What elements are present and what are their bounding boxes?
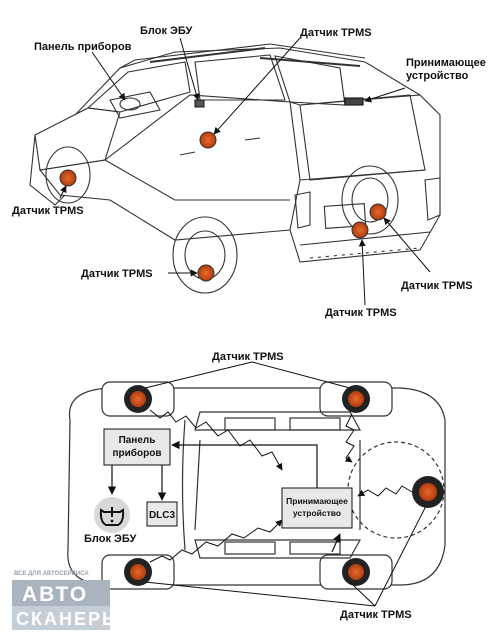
bottom-sensors xyxy=(124,385,444,586)
bottom-connectors xyxy=(107,440,341,553)
label-receiver-top-2: устройство xyxy=(406,70,469,82)
watermark-line1: АВТО xyxy=(22,583,88,606)
label-dlc3: DLC3 xyxy=(149,510,176,521)
label-receiver-bottom-1: Принимающее xyxy=(286,496,348,506)
label-tpms-right: Датчик TPMS xyxy=(401,280,473,292)
label-ecu-bottom: Блок ЭБУ xyxy=(84,533,136,545)
sensor-rear-left xyxy=(124,558,152,586)
label-tpms-left: Датчик TPMS xyxy=(12,205,84,217)
sensor-front-right xyxy=(342,385,370,413)
tpms-warning-icon xyxy=(94,497,130,533)
rf-signals xyxy=(149,409,413,563)
receiver-box xyxy=(281,487,353,529)
suv-illustration xyxy=(29,43,441,294)
label-receiver-top-1: Принимающее xyxy=(406,57,486,69)
top-leader-lines xyxy=(59,37,431,306)
label-tpms-front: Датчик TPMS xyxy=(81,268,153,280)
label-tpms-bottom-top: Датчик TPMS xyxy=(325,307,397,319)
sensor-front-left xyxy=(124,385,152,413)
watermark-tagline: ВСЕ ДЛЯ АВТОСЕРВИСА xyxy=(14,571,89,577)
ecu-block-icon xyxy=(194,99,205,108)
car-outline xyxy=(67,381,446,590)
label-tpms-top: Датчик TPMS xyxy=(300,27,372,39)
label-receiver-bottom-2: устройство xyxy=(293,508,341,518)
sensor-rear-right xyxy=(342,558,370,586)
watermark-line2: СКАНЕРЫ xyxy=(16,609,122,629)
label-panel-bottom-1: Панель xyxy=(119,435,156,446)
label-panel-top: Панель приборов xyxy=(34,41,132,53)
dlc3-box xyxy=(146,501,178,527)
sensor-spare xyxy=(412,476,444,508)
instrument-panel-box xyxy=(103,428,171,466)
top-sensors xyxy=(59,99,387,282)
label-ecu-top: Блок ЭБУ xyxy=(140,25,192,37)
watermark-logo: ВСЕ ДЛЯ АВТОСЕРВИСА АВТО СКАНЕРЫ xyxy=(12,571,122,630)
label-tpms-bottom-top-sch: Датчик TPMS xyxy=(212,351,284,363)
label-panel-bottom-2: приборов xyxy=(113,447,162,459)
bottom-leader-lines xyxy=(144,361,427,607)
label-tpms-bottom-sch: Датчик TPMS xyxy=(340,609,412,621)
